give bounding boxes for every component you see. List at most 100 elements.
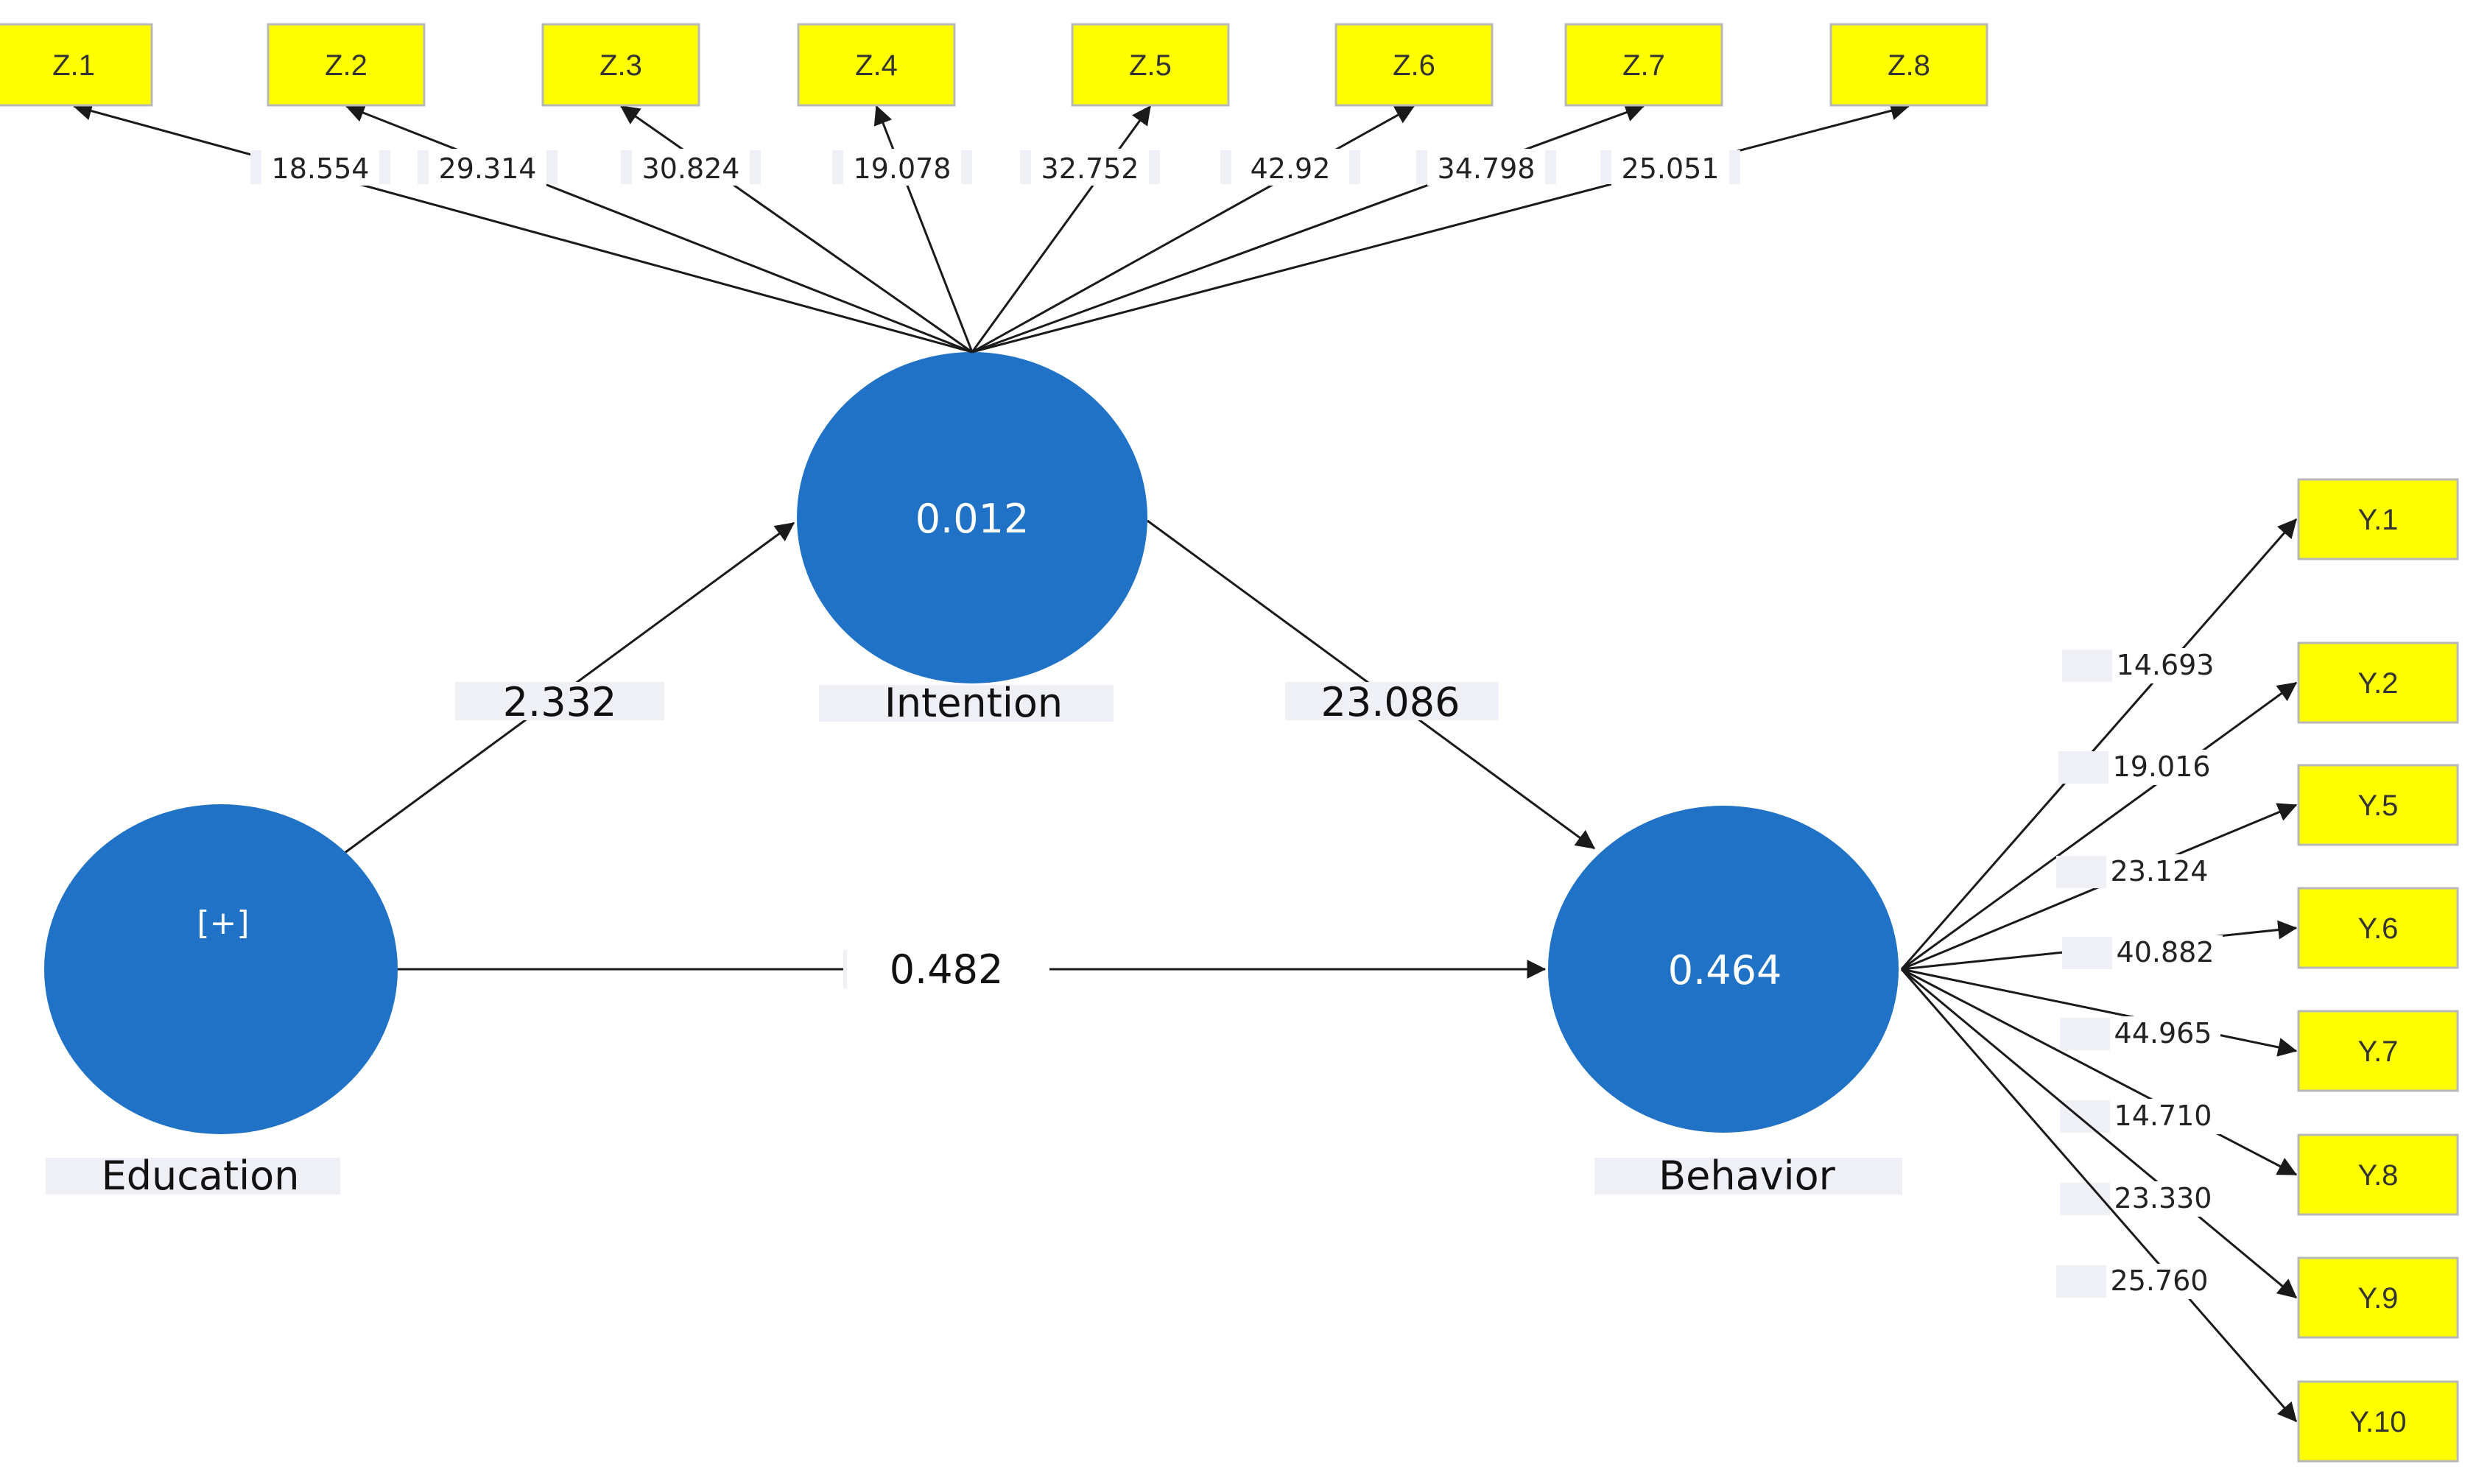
indicator-y-8[interactable]: Y.8 14.710: [1901, 968, 2459, 1216]
indicator-arrow: [1901, 681, 2298, 971]
path-label-education-intention: 2.332: [455, 679, 664, 725]
weight-label-mask: [2110, 1099, 2220, 1134]
indicator-arrow: [873, 105, 974, 353]
indicator-label: Y.5: [2358, 790, 2399, 822]
weight-label-mask: [2106, 854, 2217, 890]
indicator-arrow: [619, 105, 973, 354]
latent-behavior-circle: [1548, 806, 1899, 1133]
indicator-z-4[interactable]: Z.419.078: [797, 23, 974, 353]
weight-value: 30.824: [642, 152, 740, 185]
weight-value: 25.760: [2111, 1265, 2209, 1297]
indicator-label: Y.1: [2358, 504, 2399, 536]
indicator-y-1[interactable]: Y.1 14.693: [1900, 478, 2459, 970]
indicator-label: Z.4: [855, 49, 898, 82]
weight-value: 18.554: [272, 152, 370, 185]
weight-label-mask: [843, 149, 961, 186]
indicator-arrow: [1900, 518, 2298, 970]
indicator-box: [0, 23, 153, 107]
weight-value: 25.051: [1622, 152, 1720, 185]
indicator-label: Y.6: [2358, 912, 2399, 945]
latent-education[interactable]: [+] Education: [44, 804, 398, 1199]
weight-label-mask: [2112, 648, 2223, 683]
indicator-box: [1829, 23, 1988, 107]
weight-label-mask: [2106, 1264, 2217, 1299]
weight-label-mask: [2109, 750, 2219, 785]
indicator-y-6[interactable]: Y.640.882: [1901, 887, 2459, 971]
indicator-box: [2297, 478, 2459, 560]
weight-value: 14.693: [2117, 649, 2215, 681]
weight-value: 34.798: [1438, 152, 1536, 185]
weight-value: 32.752: [1041, 152, 1139, 185]
indicator-arrow: [971, 101, 1910, 354]
indicator-z-2[interactable]: Z.229.314: [267, 23, 973, 354]
latent-intention-circle: [797, 352, 1147, 683]
indicator-arrow: [72, 101, 973, 354]
weight-value: 23.124: [2111, 855, 2209, 887]
indicator-z-6[interactable]: Z.6 42.92: [971, 23, 1494, 354]
indicator-box: [267, 23, 426, 107]
latent-behavior-value: 0.464: [1668, 947, 1782, 994]
weight-label-mask: [2110, 1016, 2220, 1052]
weight-value: 42.92: [1251, 152, 1331, 185]
indicator-label: Y.10: [2349, 1406, 2406, 1438]
indicator-z-7[interactable]: Z.734.798: [971, 23, 1723, 354]
weight-label-mask: [1427, 149, 1545, 186]
indicator-box: [2297, 1133, 2459, 1216]
indicator-arrow: [1901, 968, 2298, 1176]
indicator-arrow: [345, 103, 973, 354]
indicator-arrow: [1901, 968, 2298, 1057]
indicator-label: Z.3: [599, 49, 642, 82]
indicator-label: Y.9: [2358, 1282, 2399, 1315]
weight-value: 14.710: [2114, 1100, 2212, 1132]
indicator-box: [2297, 641, 2459, 724]
indicator-box: [1564, 23, 1723, 107]
indicator-box: [541, 23, 700, 107]
weight-label-mask: [429, 149, 546, 186]
indicator-z-1[interactable]: Z.118.554: [0, 23, 973, 354]
weight-label-mask: [1611, 149, 1729, 186]
indicator-label: Y.8: [2358, 1159, 2399, 1192]
indicator-arrow: [1901, 968, 2297, 1299]
indicator-y-9[interactable]: Y.9 23.330: [1901, 968, 2459, 1339]
indicator-label: Y.2: [2358, 667, 2399, 700]
weight-label-mask: [261, 149, 379, 186]
indicator-arrow: [971, 103, 1645, 354]
indicator-box: [1334, 23, 1494, 107]
indicator-box: [2297, 1010, 2459, 1092]
weight-value: 23.330: [2114, 1182, 2212, 1214]
weight-label-mask: [1031, 149, 1149, 186]
weight-label-mask: [2110, 1181, 2220, 1217]
indicator-box: [1071, 23, 1230, 107]
indicator-box: [797, 23, 956, 107]
latent-education-expand-marker[interactable]: [+]: [197, 904, 249, 942]
indicator-label: Z.6: [1393, 49, 1435, 82]
latent-intention-value: 0.012: [915, 496, 1030, 542]
weight-label-mask: [1231, 149, 1349, 186]
indicator-y-2[interactable]: Y.2 19.016: [1901, 641, 2459, 971]
path-label-education-behavior: 0.482: [843, 946, 1049, 993]
path-value-education-behavior: 0.482: [890, 946, 1004, 993]
indicator-z-3[interactable]: Z.3 30.824: [541, 23, 973, 354]
indicator-arrow: [1900, 968, 2298, 1422]
weight-label-mask: [2112, 935, 2223, 971]
indicator-label: Z.8: [1888, 49, 1930, 82]
indicator-z-5[interactable]: Z.5 32.752: [971, 23, 1230, 353]
indicator-box: [2297, 1256, 2459, 1339]
weight-value: 29.314: [439, 152, 537, 185]
latent-behavior[interactable]: 0.464 Behavior: [1548, 806, 1902, 1199]
weight-label-mask: [632, 149, 750, 186]
indicator-z-8[interactable]: Z.8 25.051: [971, 23, 1988, 354]
latent-intention-name: Intention: [884, 680, 1063, 726]
indicator-y-5[interactable]: Y.5 23.124: [1901, 764, 2459, 971]
indicator-y-7[interactable]: Y.744.965: [1901, 968, 2459, 1092]
indicator-label: Y.7: [2358, 1035, 2399, 1068]
latent-education-circle: [44, 804, 398, 1134]
indicator-label: Z.5: [1129, 49, 1172, 82]
latent-intention[interactable]: 0.012 Intention: [797, 352, 1147, 726]
weight-value: 19.016: [2113, 750, 2211, 783]
indicator-y-10[interactable]: Y.10 25.760: [1900, 968, 2459, 1463]
path-value-education-intention: 2.332: [503, 679, 617, 725]
path-value-intention-behavior: 23.086: [1321, 679, 1460, 725]
